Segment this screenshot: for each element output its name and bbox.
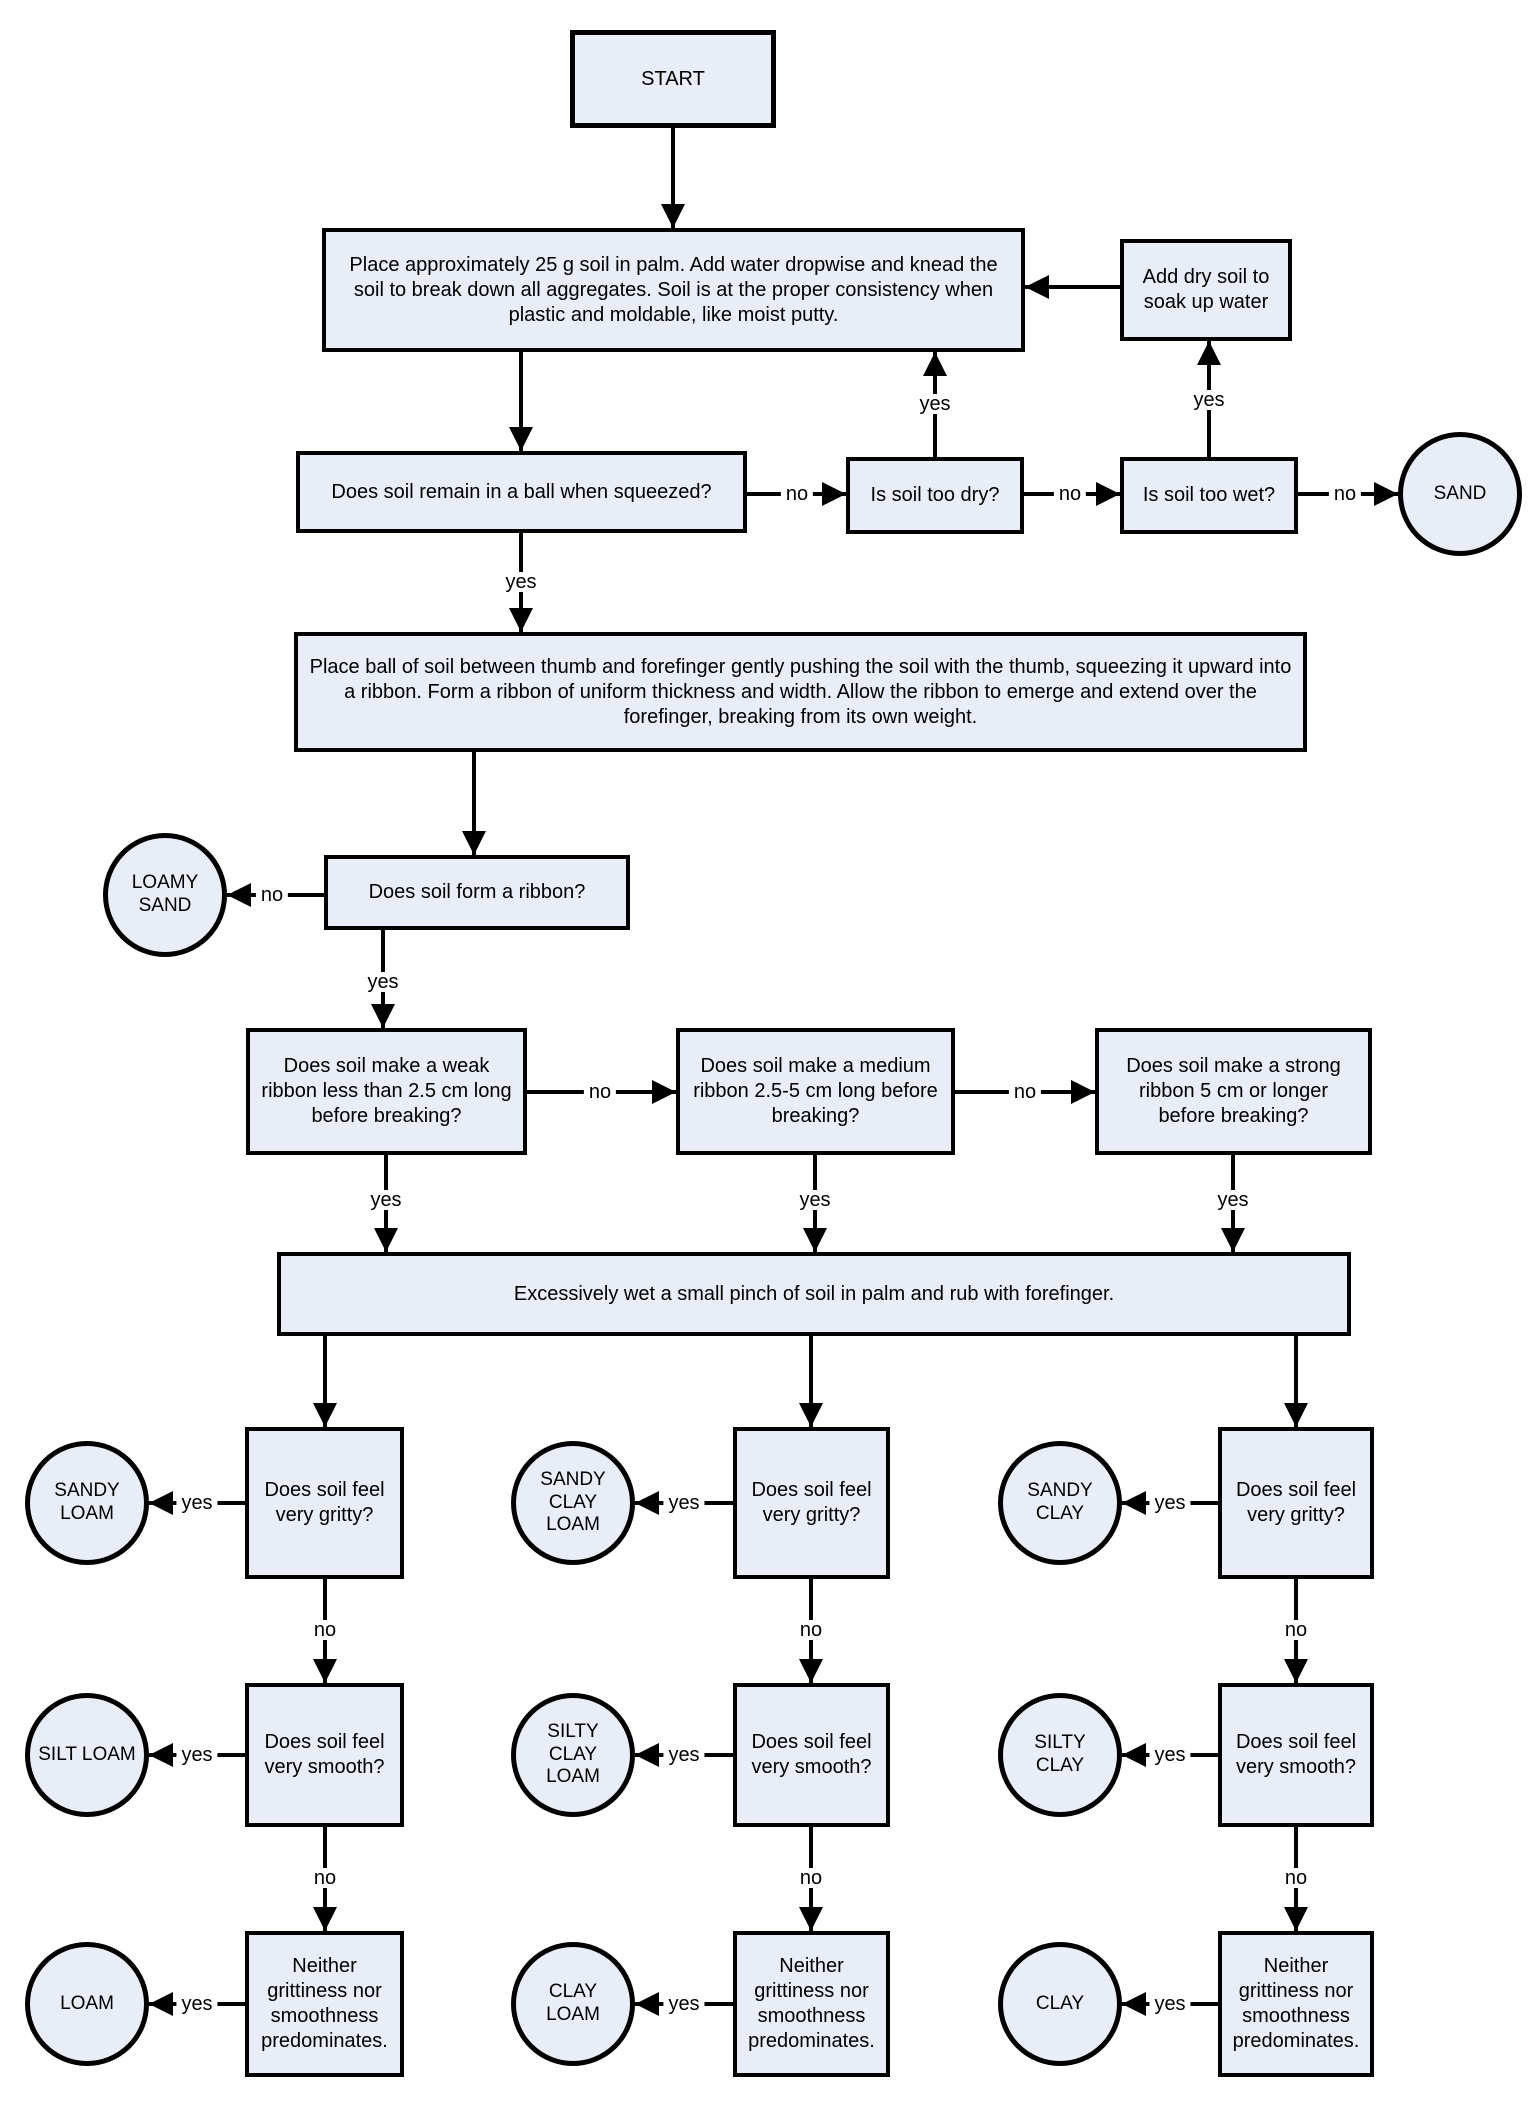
edge-label-yes: yes bbox=[1149, 1745, 1191, 1765]
edge-label-no: no bbox=[794, 1620, 828, 1640]
node-ribbon-question: Does soil form a ribbon? bbox=[324, 855, 630, 930]
node-too-dry-question: Is soil too dry? bbox=[846, 457, 1024, 534]
node-ribbon-instruction: Place ball of soil between thumb and for… bbox=[294, 632, 1307, 752]
node-knead-instruction: Place approximately 25 g soil in palm. A… bbox=[322, 228, 1025, 352]
node-smooth-question-left: Does soil feel very smooth? bbox=[245, 1683, 404, 1827]
edge-label-no: no bbox=[308, 1620, 342, 1640]
node-strong-ribbon-question: Does soil make a strong ribbon 5 cm or l… bbox=[1095, 1028, 1372, 1155]
node-too-wet-question: Is soil too wet? bbox=[1120, 457, 1298, 534]
node-start: START bbox=[570, 30, 776, 128]
edge-label-yes: yes bbox=[794, 1190, 836, 1210]
edge-label-yes: yes bbox=[663, 1994, 705, 2014]
terminal-loam: LOAM bbox=[25, 1942, 149, 2066]
edge-label-no: no bbox=[1328, 484, 1362, 504]
node-medium-ribbon-question: Does soil make a medium ribbon 2.5-5 cm … bbox=[676, 1028, 955, 1155]
edge-label-yes: yes bbox=[663, 1493, 705, 1513]
edge-label-yes: yes bbox=[663, 1745, 705, 1765]
node-gritty-question-right: Does soil feel very gritty? bbox=[1218, 1427, 1374, 1579]
terminal-sand: SAND bbox=[1398, 432, 1522, 556]
edge-label-yes: yes bbox=[1149, 1493, 1191, 1513]
edge-label-no: no bbox=[1008, 1082, 1042, 1102]
edge-label-no: no bbox=[1279, 1620, 1313, 1640]
terminal-silty-clay: SILTY CLAY bbox=[998, 1693, 1122, 1817]
node-neither-question-left: Neither grittiness nor smoothness predom… bbox=[245, 1931, 404, 2077]
node-neither-question-right: Neither grittiness nor smoothness predom… bbox=[1218, 1931, 1374, 2077]
terminal-silty-clay-loam: SILTY CLAY LOAM bbox=[511, 1693, 635, 1817]
edge-label-yes: yes bbox=[365, 1190, 407, 1210]
terminal-clay-loam: CLAY LOAM bbox=[511, 1942, 635, 2066]
node-add-dry-soil: Add dry soil to soak up water bbox=[1120, 239, 1292, 341]
edge-label-no: no bbox=[583, 1082, 617, 1102]
node-weak-ribbon-question: Does soil make a weak ribbon less than 2… bbox=[246, 1028, 527, 1155]
edge-label-no: no bbox=[794, 1868, 828, 1888]
edge-label-yes: yes bbox=[1212, 1190, 1254, 1210]
edge-label-yes: yes bbox=[176, 1994, 218, 2014]
node-wet-pinch-instruction: Excessively wet a small pinch of soil in… bbox=[277, 1252, 1351, 1336]
terminal-sandy-clay-loam: SANDY CLAY LOAM bbox=[511, 1441, 635, 1565]
edge-label-yes: yes bbox=[914, 394, 956, 414]
terminal-sandy-clay: SANDY CLAY bbox=[998, 1441, 1122, 1565]
node-smooth-question-middle: Does soil feel very smooth? bbox=[733, 1683, 890, 1827]
edge-label-yes: yes bbox=[176, 1493, 218, 1513]
node-neither-question-middle: Neither grittiness nor smoothness predom… bbox=[733, 1931, 890, 2077]
edge-label-no: no bbox=[1279, 1868, 1313, 1888]
node-gritty-question-middle: Does soil feel very gritty? bbox=[733, 1427, 890, 1579]
edge-label-no: no bbox=[780, 484, 814, 504]
terminal-loamy-sand: LOAMY SAND bbox=[103, 833, 227, 957]
node-ball-question: Does soil remain in a ball when squeezed… bbox=[296, 451, 747, 533]
terminal-silt-loam: SILT LOAM bbox=[25, 1693, 149, 1817]
edge-label-yes: yes bbox=[362, 972, 404, 992]
edge-label-no: no bbox=[255, 885, 289, 905]
terminal-sandy-loam: SANDY LOAM bbox=[25, 1441, 149, 1565]
node-smooth-question-right: Does soil feel very smooth? bbox=[1218, 1683, 1374, 1827]
edge-label-no: no bbox=[308, 1868, 342, 1888]
edge-label-yes: yes bbox=[1149, 1994, 1191, 2014]
edge-label-yes: yes bbox=[500, 572, 542, 592]
edge-label-yes: yes bbox=[176, 1745, 218, 1765]
terminal-clay: CLAY bbox=[998, 1942, 1122, 2066]
edge-label-no: no bbox=[1053, 484, 1087, 504]
edge-label-yes: yes bbox=[1188, 390, 1230, 410]
node-gritty-question-left: Does soil feel very gritty? bbox=[245, 1427, 404, 1579]
